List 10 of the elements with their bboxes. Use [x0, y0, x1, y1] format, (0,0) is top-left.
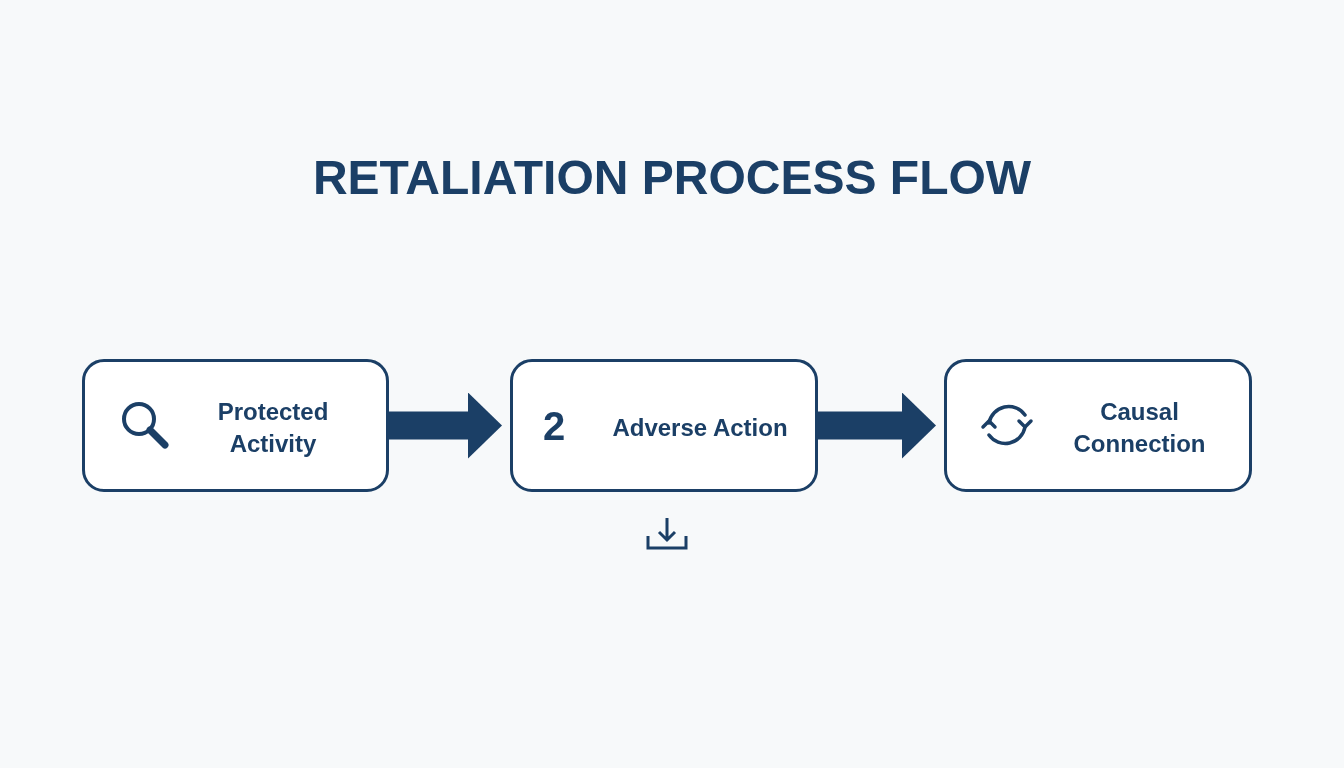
step-number: 2 [543, 403, 566, 448]
process-box [510, 359, 818, 492]
step-label: Adverse Action [611, 412, 789, 443]
process-box [82, 359, 389, 492]
arrow [818, 392, 936, 459]
step-label: Protected Activity [216, 396, 330, 459]
step-label: Causal Connection [1072, 396, 1207, 459]
arrow [389, 392, 502, 459]
process-box [944, 359, 1252, 492]
diagram-title: RETALIATION PROCESS FLOW [312, 150, 1032, 205]
